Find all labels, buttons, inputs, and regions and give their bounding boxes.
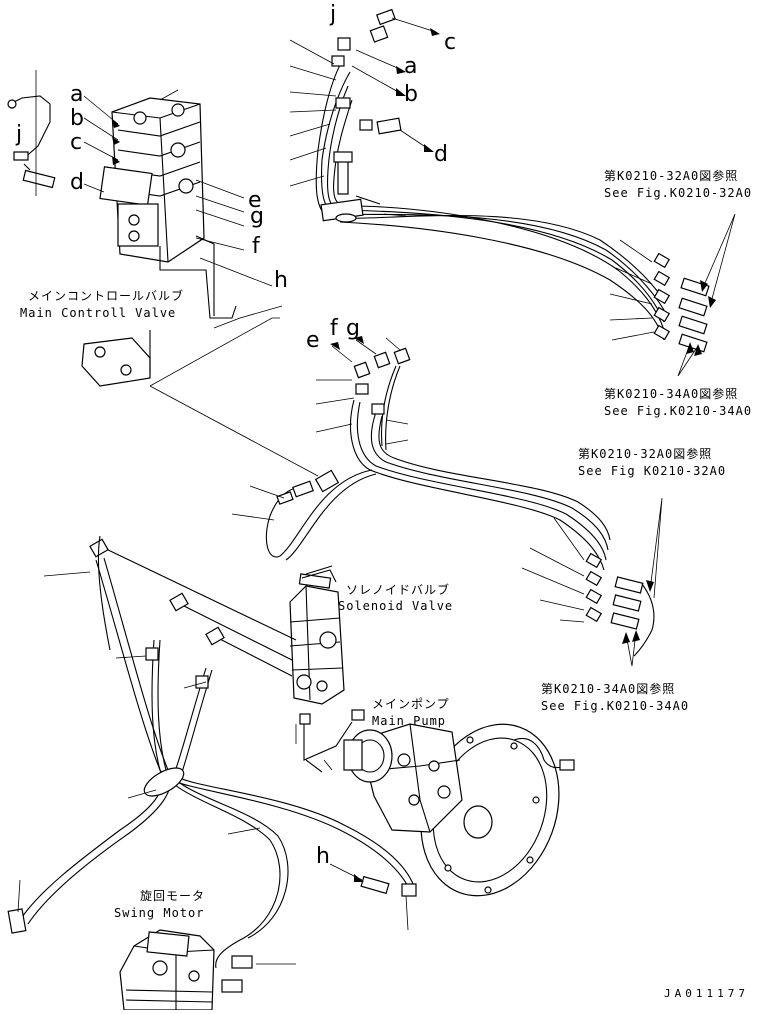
connection-line [149, 317, 319, 477]
label-g-valve: g [250, 204, 264, 229]
reference-2-jp: 第K0210-34A0図参照 [604, 387, 739, 401]
reference-4-jp: 第K0210-34A0図参照 [541, 682, 676, 696]
main-control-valve-drawing [81, 97, 237, 387]
control-valve-leaders [35, 70, 273, 287]
reference-2-en: See Fig.K0210-34A0 [604, 404, 753, 418]
label-a-bundle: a [404, 54, 418, 79]
label-c-bundle: c [444, 30, 457, 55]
label-j-bundle: j [330, 2, 337, 27]
label-h-valve: h [274, 268, 288, 293]
label-c-valve: c [70, 130, 83, 155]
label-e-valve: e [248, 188, 262, 213]
loose-fittings-left [7, 95, 56, 189]
lower-hoses [7, 557, 417, 993]
reference-1-jp: 第K0210-32A0図参照 [604, 169, 739, 183]
label-d-valve: d [70, 170, 84, 195]
label-h-lower: h [316, 844, 330, 869]
document-id: JA011177 [664, 987, 749, 1000]
reference-4-en: See Fig.K0210-34A0 [541, 699, 690, 713]
main-pump-drawing [295, 709, 575, 897]
reference-1-en: See Fig.K0210-32A0 [604, 186, 753, 200]
middle-hose-bundle [231, 336, 663, 667]
caption-swing-motor-jp: 旋回モータ [140, 889, 206, 903]
caption-main-control-valve-jp: メインコントロールバルブ [28, 289, 185, 303]
caption-main-control-valve-en: Main Controll Valve [20, 306, 177, 320]
reference-3-jp: 第K0210-32A0図参照 [578, 447, 713, 461]
label-j-valve: j [16, 122, 23, 147]
label-b-valve: b [70, 106, 84, 131]
label-f-middle: f [330, 316, 338, 341]
caption-main-pump-jp: メインポンプ [372, 697, 450, 711]
label-d-bundle: d [434, 142, 448, 167]
label-b-bundle: b [404, 82, 418, 107]
solenoid-lines [89, 535, 297, 677]
swing-motor-drawing [119, 929, 215, 1011]
caption-main-pump-en: Main Pump [372, 714, 447, 728]
caption-swing-motor-en: Swing Motor [114, 906, 205, 920]
upper-hose-bundle [289, 8, 736, 377]
label-g-middle: g [346, 316, 360, 341]
solenoid-valve-drawing [289, 565, 345, 705]
label-f-valve: f [252, 234, 260, 259]
reference-3-en: See Fig K0210-32A0 [578, 464, 727, 478]
guide-line [213, 305, 283, 329]
caption-solenoid-valve-jp: ソレノイドバルブ [346, 583, 451, 597]
caption-solenoid-valve-en: Solenoid Valve [338, 599, 454, 613]
label-a-valve: a [70, 82, 84, 107]
label-e-middle: e [306, 328, 320, 353]
